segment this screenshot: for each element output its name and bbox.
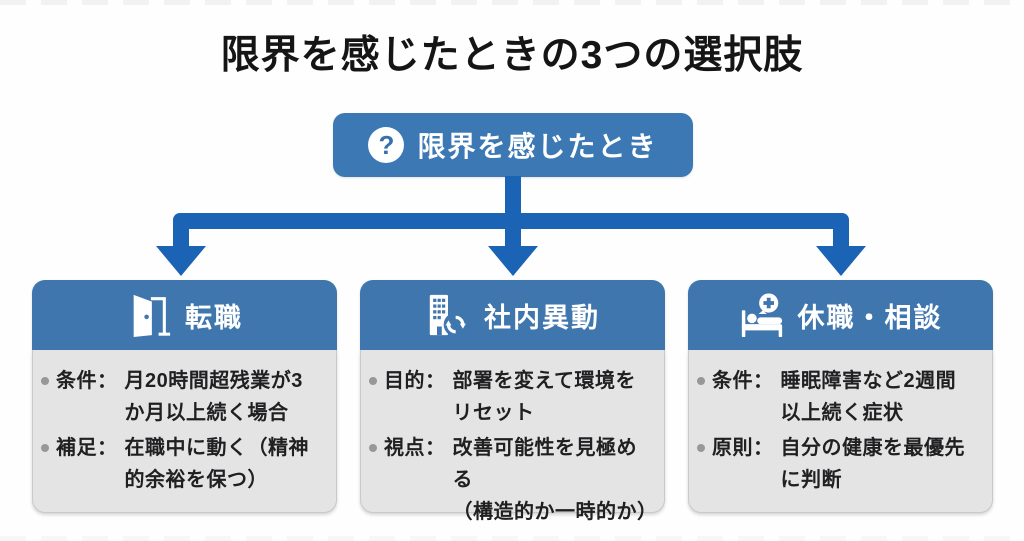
item-label: 補足： [56, 437, 118, 459]
question-mark-glyph: ? [378, 130, 395, 160]
card-leave-consultation: 休職・相談 条件： 睡眠障害など2週間 以上続く症状 原則： 自分の健康を最優先… [688, 280, 993, 514]
item-label: 条件： [712, 370, 774, 392]
list-item: 補足： 在職中に動く（精神 的余裕を保つ） [41, 432, 328, 496]
bullet-icon [41, 377, 49, 385]
list-item: 条件： 月20時間超残業が3 か月以上続く場合 [41, 365, 328, 429]
bullet-icon [41, 444, 49, 452]
building-transfer-icon [429, 294, 468, 337]
item-label: 目的： [384, 370, 446, 392]
card-header: 転職 [32, 280, 337, 350]
bullet-icon [697, 377, 705, 385]
list-item: 目的： 部署を変えて環境を リセット [369, 365, 656, 429]
item-text: 睡眠障害など2週間 以上続く症状 [780, 370, 957, 424]
bottom-crop-artifact [0, 536, 1024, 541]
arrow-down-icon [816, 246, 866, 276]
connector-stem-center [505, 221, 521, 248]
item-text: 月20時間超残業が3 か月以上続く場合 [124, 370, 303, 424]
card-body: 目的： 部署を変えて環境を リセット 視点： 改善可能性を見極める （構造的か一… [360, 350, 665, 523]
card-header: 休職・相談 [688, 280, 993, 350]
item-text: 改善可能性を見極める （構造的か一時的か） [452, 437, 658, 523]
item-label: 条件： [56, 370, 118, 392]
connector-stem-left [173, 221, 189, 248]
list-item: 原則： 自分の健康を最優先 に判断 [697, 432, 984, 496]
card-internal-transfer: 社内異動 目的： 部署を変えて環境を リセット 視点： 改善可能性を見極める （… [360, 280, 665, 523]
item-text: 在職中に動く（精神 的余裕を保つ） [124, 437, 309, 491]
card-title: 転職 [185, 302, 243, 333]
item-label: 視点： [384, 437, 446, 459]
page-title: 限界を感じたときの3つの選択肢 [220, 34, 804, 77]
bullet-icon [369, 444, 377, 452]
root-node-label: 限界を感じたとき [417, 131, 658, 162]
item-text: 部署を変えて環境を リセット [452, 370, 636, 424]
card-title: 社内異動 [484, 302, 600, 333]
connector-root-stem [505, 176, 521, 215]
top-crop-artifact [0, 0, 1024, 5]
list-item: 条件： 睡眠障害など2週間 以上続く症状 [697, 365, 984, 429]
question-icon: ? [368, 127, 405, 163]
root-node-box: ? 限界を感じたとき [333, 113, 693, 177]
connector-stem-right [833, 221, 849, 248]
item-label: 原則： [712, 437, 774, 459]
bullet-icon [369, 377, 377, 385]
card-body: 条件： 月20時間超残業が3 か月以上続く場合 補足： 在職中に動く（精神 的余… [32, 350, 337, 513]
arrow-down-icon [156, 246, 206, 276]
arrow-down-icon [488, 246, 538, 276]
bed-consultation-icon [741, 293, 782, 338]
door-icon [133, 294, 171, 338]
card-job-change: 転職 条件： 月20時間超残業が3 か月以上続く場合 補足： 在職中に動く（精神… [32, 280, 337, 514]
bullet-icon [697, 444, 705, 452]
card-title: 休職・相談 [797, 302, 943, 333]
list-item: 視点： 改善可能性を見極める （構造的か一時的か） [369, 432, 658, 528]
item-text: 自分の健康を最優先 に判断 [780, 437, 965, 491]
card-header: 社内異動 [360, 280, 665, 350]
card-body: 条件： 睡眠障害など2週間 以上続く症状 原則： 自分の健康を最優先 に判断 [688, 350, 993, 513]
